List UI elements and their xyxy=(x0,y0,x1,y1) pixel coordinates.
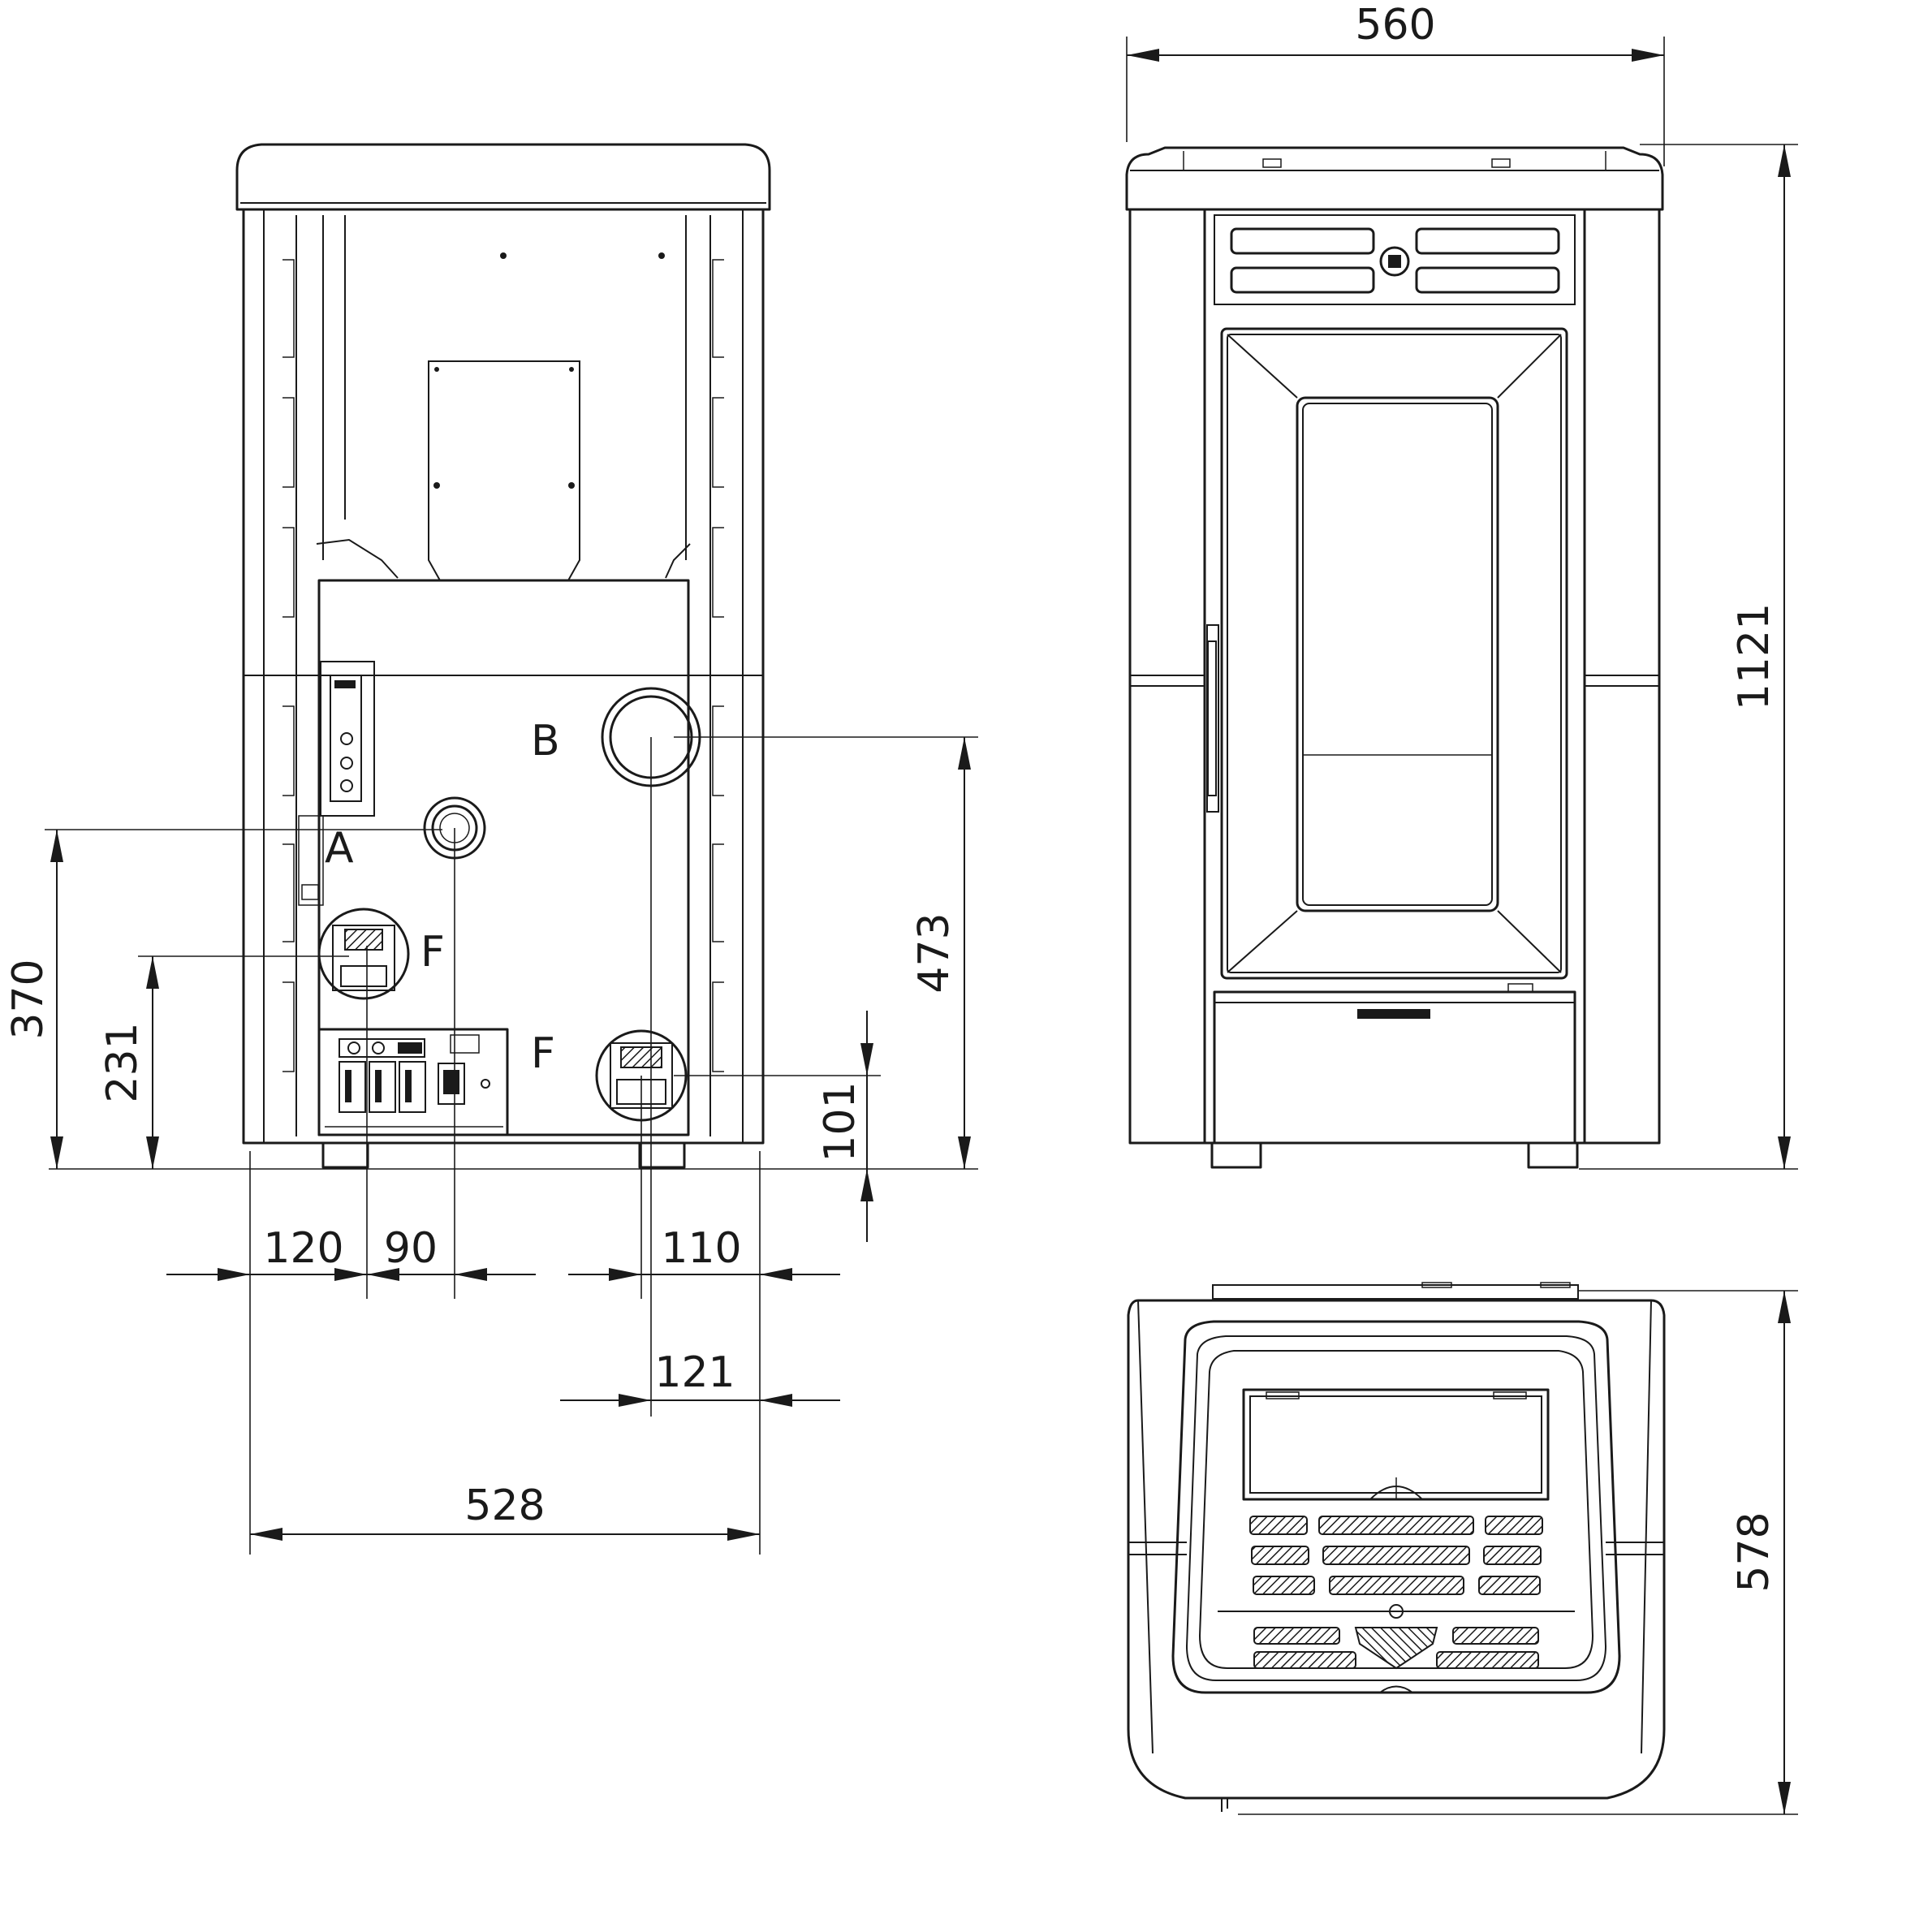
connection-letters: A B F F xyxy=(325,717,560,1078)
dim-101: 101 xyxy=(816,1081,865,1162)
rear-foot-right xyxy=(638,1141,686,1169)
brand-plate-icon xyxy=(1357,1009,1430,1019)
dimensions: 528 120 90 110 121 370 231 473 xyxy=(4,1,1798,1815)
top-outline xyxy=(1127,1299,1666,1800)
front-foot-right xyxy=(1527,1141,1579,1169)
rear-foot-left xyxy=(321,1141,369,1169)
right-rail xyxy=(712,259,724,1072)
left-rail xyxy=(282,259,295,1072)
dim-370: 370 xyxy=(4,959,53,1039)
dim-121: 121 xyxy=(654,1348,735,1397)
brand-logo-icon xyxy=(1379,246,1410,277)
dim-120: 120 xyxy=(263,1224,343,1273)
dim-1121: 1121 xyxy=(1730,603,1779,710)
control-connector xyxy=(320,661,375,817)
dim-560: 560 xyxy=(1355,1,1435,50)
dim-90: 90 xyxy=(384,1224,438,1273)
top-view xyxy=(1127,1282,1666,1812)
electrical-panel xyxy=(317,1028,509,1136)
front-top-cap xyxy=(1125,146,1664,211)
dim-110: 110 xyxy=(661,1224,741,1273)
top-grille xyxy=(1218,1516,1575,1693)
label-f-lower: F xyxy=(531,1029,555,1078)
front-foot-left xyxy=(1210,1141,1262,1169)
label-f-upper: F xyxy=(420,928,445,977)
front-door xyxy=(1206,327,1568,980)
rear-top-cap xyxy=(235,143,771,211)
dim-473: 473 xyxy=(910,912,959,993)
dim-578: 578 xyxy=(1730,1512,1779,1592)
front-drawer xyxy=(1213,983,1576,1145)
rear-view xyxy=(235,143,771,1169)
front-view xyxy=(1125,146,1664,1169)
door-glass xyxy=(1296,396,1499,912)
label-a: A xyxy=(325,824,354,873)
air-inlet-upper xyxy=(317,908,410,1000)
dim-528: 528 xyxy=(464,1481,545,1530)
dim-231: 231 xyxy=(98,1022,147,1102)
label-b: B xyxy=(531,717,560,765)
front-top-grille xyxy=(1214,214,1576,305)
hopper xyxy=(428,360,580,581)
